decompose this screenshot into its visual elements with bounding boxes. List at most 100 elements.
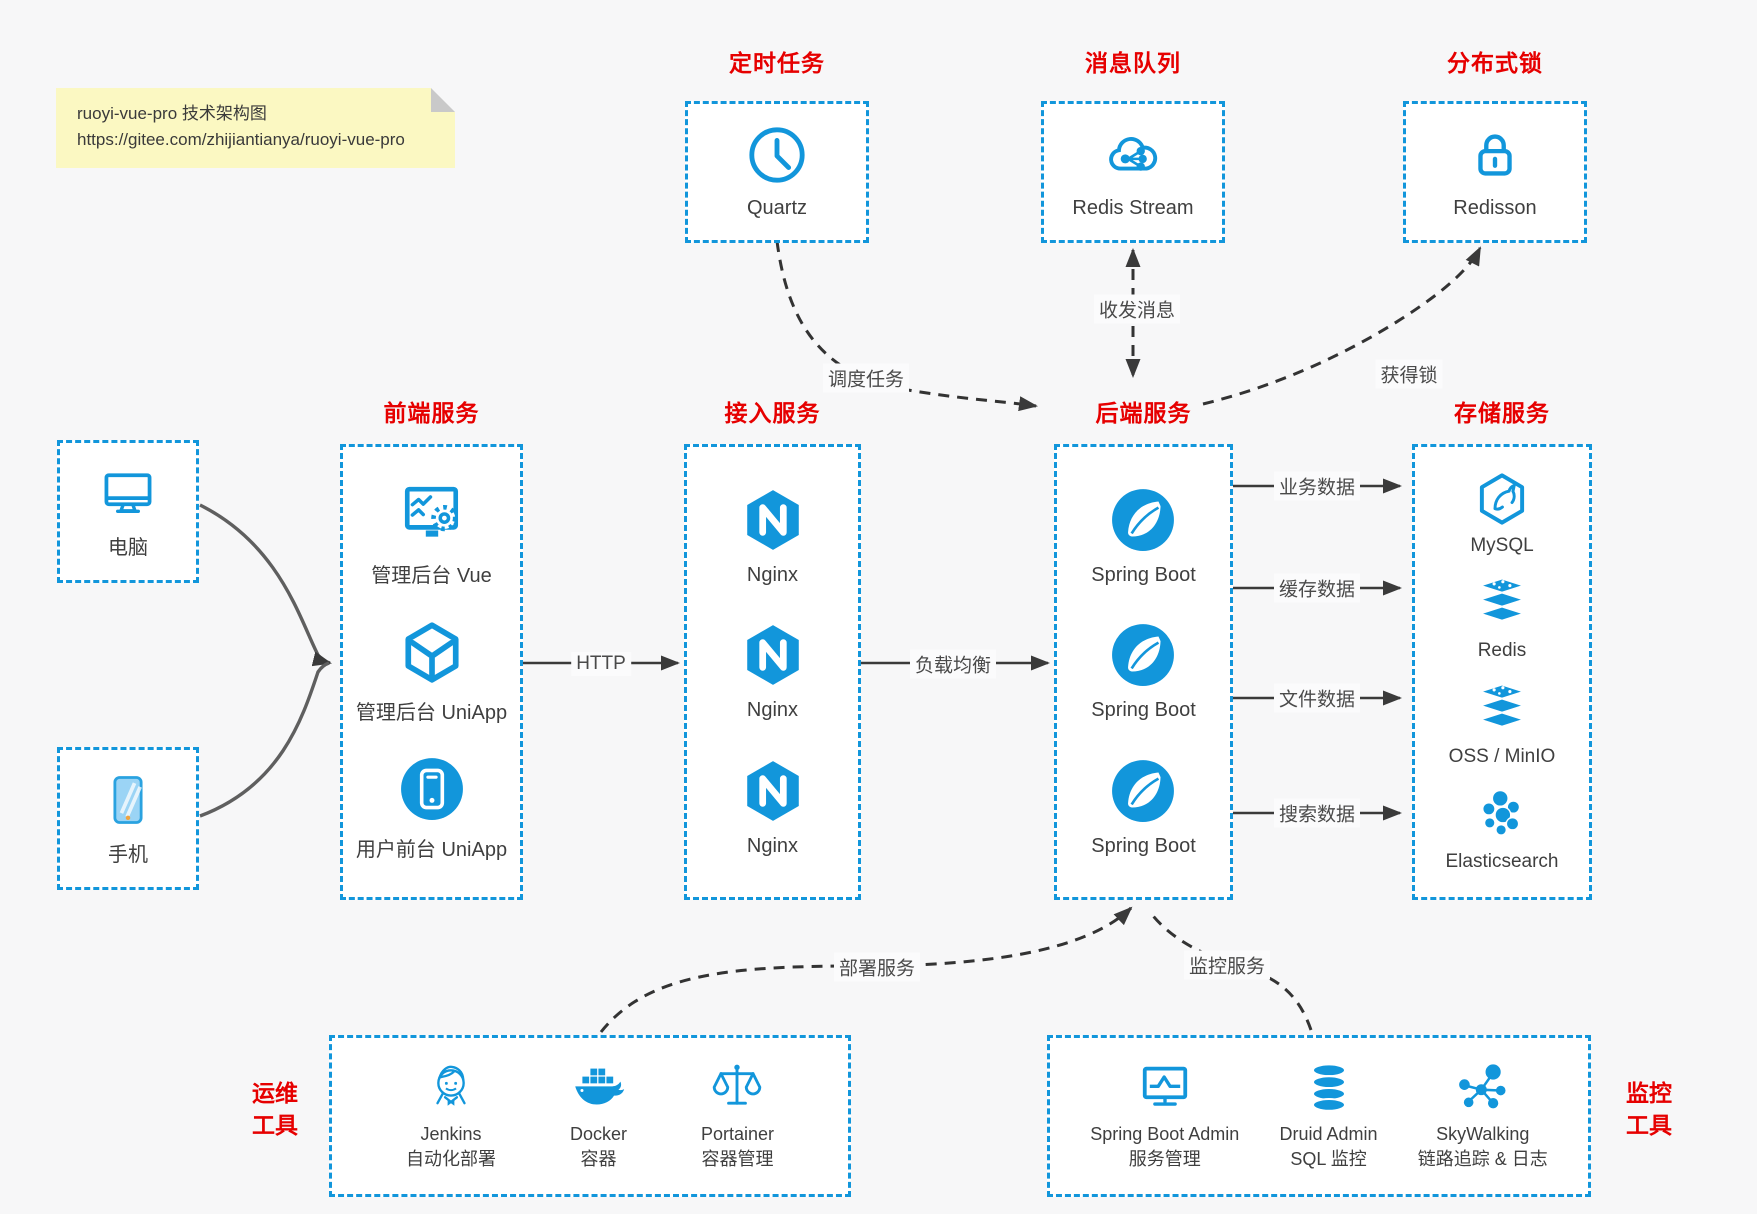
- node-label: Spring Boot: [1091, 699, 1196, 721]
- service-node: Redis: [1474, 576, 1530, 662]
- node-label: 电脑: [108, 537, 148, 559]
- portainer-icon: [710, 1061, 764, 1115]
- nginx-icon: [740, 622, 806, 688]
- spring-icon: [1110, 622, 1176, 688]
- node-label: Druid Admin SQL 监控: [1279, 1123, 1378, 1169]
- cube-icon: [399, 619, 465, 685]
- edge-label-data: 文件数据: [1273, 683, 1361, 713]
- service-node: Nginx: [740, 487, 806, 587]
- node-label: Quartz: [746, 197, 808, 219]
- service-node: 用户前台 UniApp: [356, 756, 507, 862]
- node-label: Nginx: [746, 834, 799, 857]
- node-label: 管理后台 UniApp: [355, 702, 508, 724]
- node-label: Redis Stream: [1072, 197, 1194, 219]
- node-label: Docker 容器: [569, 1123, 627, 1169]
- edge-phone-to-frontend: [199, 661, 330, 818]
- service-node: Spring Boot: [1091, 622, 1196, 722]
- node-label: 管理后台 Vue: [371, 565, 492, 587]
- group-box: Spring Boot Spring Boot Spring Boot: [1054, 444, 1233, 900]
- tool-node: Docker 容器: [570, 1061, 627, 1172]
- edge-label-data: 业务数据: [1273, 471, 1361, 501]
- tool-node: Portainer 容器管理: [701, 1061, 774, 1172]
- monitor-icon: [98, 463, 158, 523]
- service-column: 接入服务 Nginx Nginx: [684, 394, 861, 900]
- note-title: ruoyi-vue-pro 技术架构图: [77, 104, 267, 123]
- service-node: 管理后台 UniApp: [356, 619, 507, 725]
- admin-vue-icon: [399, 482, 465, 548]
- skywalking-icon: [1456, 1061, 1510, 1115]
- edge-label-data: 缓存数据: [1273, 573, 1361, 603]
- group-title: 存储服务: [1454, 400, 1550, 426]
- group-title: 消息队列: [1085, 50, 1181, 76]
- client-box: 手机: [57, 747, 199, 890]
- service-node: Nginx: [740, 622, 806, 722]
- node-label: Spring Boot Admin 服务管理: [1090, 1123, 1240, 1169]
- node-label: Nginx: [746, 699, 799, 721]
- edge-pc-to-frontend: [199, 503, 332, 667]
- node-label: Redis: [1477, 640, 1527, 662]
- node-label: 用户前台 UniApp: [355, 839, 508, 861]
- clock-icon: [746, 124, 808, 186]
- nginx-icon: [740, 487, 806, 553]
- tool-group: 监控 工具 Spring Boot Admin 服务管理: [1047, 1035, 1672, 1197]
- docker-icon: [571, 1061, 625, 1115]
- tool-node: Jenkins 自动化部署: [406, 1061, 496, 1172]
- group-box: Redis Stream: [1041, 101, 1225, 243]
- service-node: OSS / MinIO: [1448, 682, 1556, 768]
- node-label: MySQL: [1470, 534, 1534, 556]
- node-label: Spring Boot: [1091, 834, 1196, 857]
- tool-node: SkyWalking 链路追踪 & 日志: [1418, 1061, 1548, 1172]
- group-box: Jenkins 自动化部署 Docker 容器: [329, 1035, 851, 1197]
- edge-label-load-balance: 负载均衡: [909, 649, 997, 679]
- note-fold-corner: [431, 88, 455, 112]
- node-label: SkyWalking 链路追踪 & 日志: [1417, 1123, 1548, 1169]
- service-node: Nginx: [740, 758, 806, 858]
- edge-label-http: HTTP: [571, 652, 631, 676]
- service-column: 存储服务 MySQL Redis: [1412, 394, 1592, 900]
- node-label: Spring Boot: [1091, 563, 1196, 586]
- node-label: Elasticsearch: [1445, 851, 1559, 873]
- note-url: https://gitee.com/zhijiantianya/ruoyi-vu…: [77, 130, 405, 150]
- group-box: 管理后台 Vue 管理后台 UniApp 用户前台 UniApp: [340, 444, 523, 900]
- group-title: 定时任务: [729, 50, 825, 76]
- nginx-icon: [740, 758, 806, 824]
- edge-label-lock: 获得锁: [1375, 359, 1443, 389]
- spring-icon: [1110, 487, 1176, 553]
- druid-icon: [1302, 1061, 1356, 1115]
- node-label: 手机: [108, 844, 148, 866]
- service-node: 管理后台 Vue: [371, 482, 492, 588]
- service-group: 分布式锁 Redisson: [1403, 44, 1587, 243]
- service-group: 定时任务 Quartz: [685, 44, 869, 243]
- service-group: 消息队列 Redis Stream: [1041, 44, 1225, 243]
- phone-icon: [98, 770, 158, 830]
- group-box: Quartz: [685, 101, 869, 243]
- tool-node: Spring Boot Admin 服务管理: [1090, 1061, 1239, 1172]
- node-label: OSS / MinIO: [1448, 745, 1556, 767]
- service-node: Elasticsearch: [1446, 787, 1559, 873]
- group-box: Spring Boot Admin 服务管理 Druid Admin SQL 监…: [1047, 1035, 1591, 1197]
- jenkins-icon: [424, 1061, 478, 1115]
- group-box: Redisson: [1403, 101, 1587, 243]
- edge-label-monitor: 监控服务: [1183, 950, 1271, 980]
- edge-label-schedule: 调度任务: [822, 363, 910, 393]
- node-label: Jenkins 自动化部署: [405, 1123, 496, 1169]
- tool-group-title: 运维 工具: [252, 1080, 298, 1139]
- app-circle-icon: [399, 756, 465, 822]
- node-label: Redisson: [1453, 197, 1537, 219]
- group-title: 前端服务: [383, 400, 480, 426]
- client-box: 电脑: [57, 440, 199, 583]
- service-node: Spring Boot: [1091, 758, 1196, 858]
- group-box: MySQL Redis OSS / MinIO: [1412, 444, 1592, 900]
- group-box: Nginx Nginx Nginx: [684, 444, 861, 900]
- node-label: Nginx: [746, 563, 799, 586]
- tool-node: Druid Admin SQL 监控: [1280, 1061, 1378, 1172]
- cloud-share-icon: [1102, 124, 1164, 186]
- sticky-note: ruoyi-vue-pro 技术架构图 https://gitee.com/zh…: [56, 88, 455, 168]
- edge-label-deploy: 部署服务: [833, 952, 921, 982]
- lock-icon: [1464, 124, 1526, 186]
- spring-icon: [1110, 758, 1176, 824]
- edge-label-data: 搜索数据: [1273, 798, 1361, 828]
- edge-label-messages: 收发消息: [1093, 294, 1181, 324]
- node-label: Portainer 容器管理: [700, 1123, 775, 1169]
